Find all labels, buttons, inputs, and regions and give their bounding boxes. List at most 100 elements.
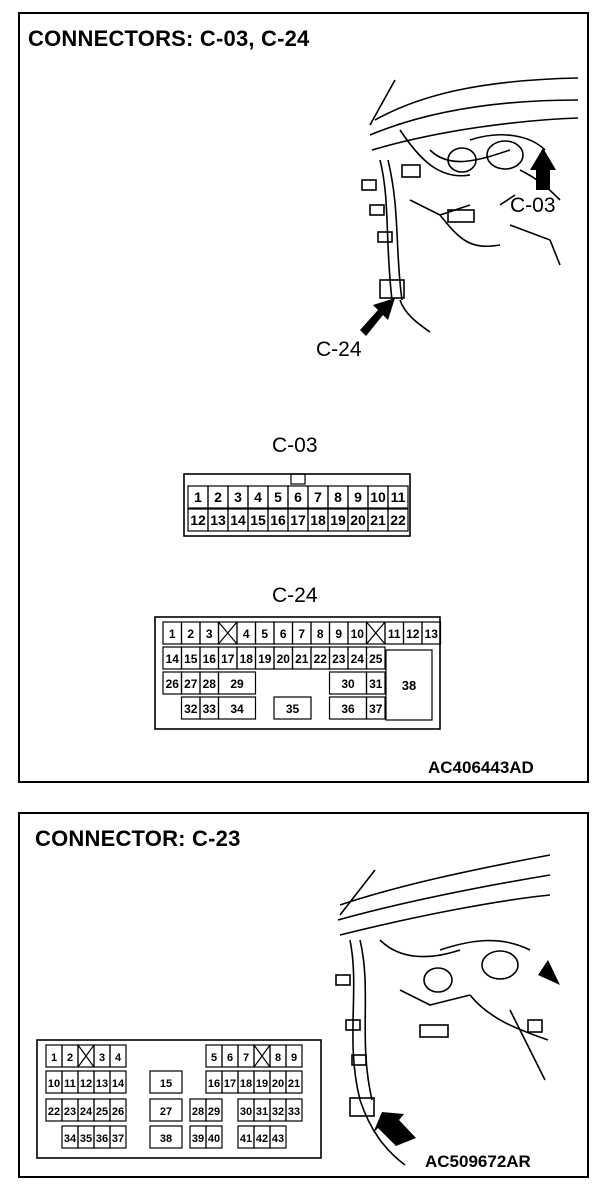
pin-number-9: 9 xyxy=(291,1052,297,1064)
pin-number-21: 21 xyxy=(295,652,309,666)
pin-cavity xyxy=(385,649,433,721)
pin-number-32: 32 xyxy=(184,702,198,716)
pin-number-10: 10 xyxy=(370,489,386,505)
pin-number-11: 11 xyxy=(388,627,401,641)
pin-cavity xyxy=(285,1098,303,1122)
pin-number-10: 10 xyxy=(48,1078,60,1090)
pin-number-22: 22 xyxy=(390,512,406,528)
pin-number-16: 16 xyxy=(208,1078,220,1090)
pin-number-30: 30 xyxy=(341,677,355,691)
pin-number-1: 1 xyxy=(51,1052,57,1064)
pin-number-15: 15 xyxy=(184,652,198,666)
pin-number-17: 17 xyxy=(221,652,235,666)
pin-number-9: 9 xyxy=(335,627,342,641)
pin-number-5: 5 xyxy=(274,489,282,505)
pin-cavity xyxy=(285,1044,303,1068)
pin-number-27: 27 xyxy=(184,677,198,691)
pin-number-34: 34 xyxy=(64,1133,77,1145)
pin-cavity xyxy=(217,671,257,695)
pin-cavity xyxy=(285,1070,303,1094)
pin-number-4: 4 xyxy=(115,1052,122,1064)
pin-cavity xyxy=(387,485,409,509)
blank-cavity-cross xyxy=(218,621,238,645)
connector-panel-c03-c24 xyxy=(18,12,589,783)
pin-number-35: 35 xyxy=(80,1133,92,1145)
pin-number-21: 21 xyxy=(288,1078,300,1090)
pin-number-14: 14 xyxy=(112,1078,125,1090)
pin-number-40: 40 xyxy=(208,1133,220,1145)
pin-number-12: 12 xyxy=(406,627,420,641)
c24-label: C-24 xyxy=(272,584,318,607)
pin-number-36: 36 xyxy=(341,702,355,716)
pin-cavity xyxy=(149,1098,183,1122)
pin-number-3: 3 xyxy=(206,627,213,641)
pin-number-39: 39 xyxy=(192,1133,204,1145)
pin-number-20: 20 xyxy=(272,1078,284,1090)
pin-number-15: 15 xyxy=(160,1078,172,1090)
pin-number-30: 30 xyxy=(240,1106,252,1118)
pin-number-23: 23 xyxy=(332,652,346,666)
pin-cavity xyxy=(387,508,409,532)
pin-cavity xyxy=(109,1098,127,1122)
callout-c03: C-03 xyxy=(510,194,556,217)
pin-number-22: 22 xyxy=(48,1106,60,1118)
pin-number-9: 9 xyxy=(354,489,362,505)
pin-number-20: 20 xyxy=(350,512,366,528)
blank-cavity-cross xyxy=(77,1044,95,1068)
c03-label: C-03 xyxy=(272,434,318,457)
pin-cavity xyxy=(365,696,386,720)
pin-number-10: 10 xyxy=(351,627,365,641)
pin-number-43: 43 xyxy=(272,1133,284,1145)
pin-number-8: 8 xyxy=(275,1052,281,1064)
pin-number-5: 5 xyxy=(261,627,268,641)
pin-number-33: 33 xyxy=(203,702,217,716)
pin-cavity xyxy=(109,1070,127,1094)
pin-number-2: 2 xyxy=(67,1052,73,1064)
pin-cavity xyxy=(205,1125,223,1149)
callout-c24: C-24 xyxy=(316,338,362,361)
figure-code: AC406443AD xyxy=(428,758,534,777)
pin-number-13: 13 xyxy=(96,1078,108,1090)
pin-number-11: 11 xyxy=(64,1078,76,1090)
pin-cavity xyxy=(149,1125,183,1149)
pin-number-3: 3 xyxy=(99,1052,105,1064)
pin-number-25: 25 xyxy=(369,652,383,666)
pin-number-13: 13 xyxy=(210,512,226,528)
pin-number-12: 12 xyxy=(80,1078,92,1090)
pin-number-8: 8 xyxy=(317,627,324,641)
pin-number-26: 26 xyxy=(112,1106,124,1118)
pin-number-41: 41 xyxy=(240,1133,252,1145)
pin-number-13: 13 xyxy=(425,627,439,641)
pin-number-4: 4 xyxy=(254,489,262,505)
pin-number-6: 6 xyxy=(227,1052,233,1064)
pin-number-6: 6 xyxy=(280,627,287,641)
pin-number-38: 38 xyxy=(160,1133,172,1145)
pin-number-19: 19 xyxy=(256,1078,268,1090)
c24-housing xyxy=(154,616,441,730)
pin-number-26: 26 xyxy=(166,677,180,691)
pin-number-1: 1 xyxy=(169,627,176,641)
pin-number-18: 18 xyxy=(310,512,326,528)
pin-number-31: 31 xyxy=(369,677,383,691)
pin-cavity xyxy=(269,1125,287,1149)
pin-number-28: 28 xyxy=(192,1106,204,1118)
pin-number-19: 19 xyxy=(258,652,272,666)
pin-number-2: 2 xyxy=(187,627,194,641)
pin-number-24: 24 xyxy=(80,1106,93,1118)
pin-number-25: 25 xyxy=(96,1106,108,1118)
pin-number-16: 16 xyxy=(203,652,217,666)
pin-number-42: 42 xyxy=(256,1133,268,1145)
pin-cavity xyxy=(149,1070,183,1094)
pin-number-8: 8 xyxy=(334,489,342,505)
panel-title-c23: CONNECTOR: C-23 xyxy=(35,826,241,851)
pin-number-18: 18 xyxy=(240,1078,252,1090)
pin-number-31: 31 xyxy=(256,1106,268,1118)
pin-number-17: 17 xyxy=(224,1078,236,1090)
pin-number-5: 5 xyxy=(211,1052,217,1064)
pin-number-3: 3 xyxy=(234,489,242,505)
pin-number-1: 1 xyxy=(194,489,202,505)
